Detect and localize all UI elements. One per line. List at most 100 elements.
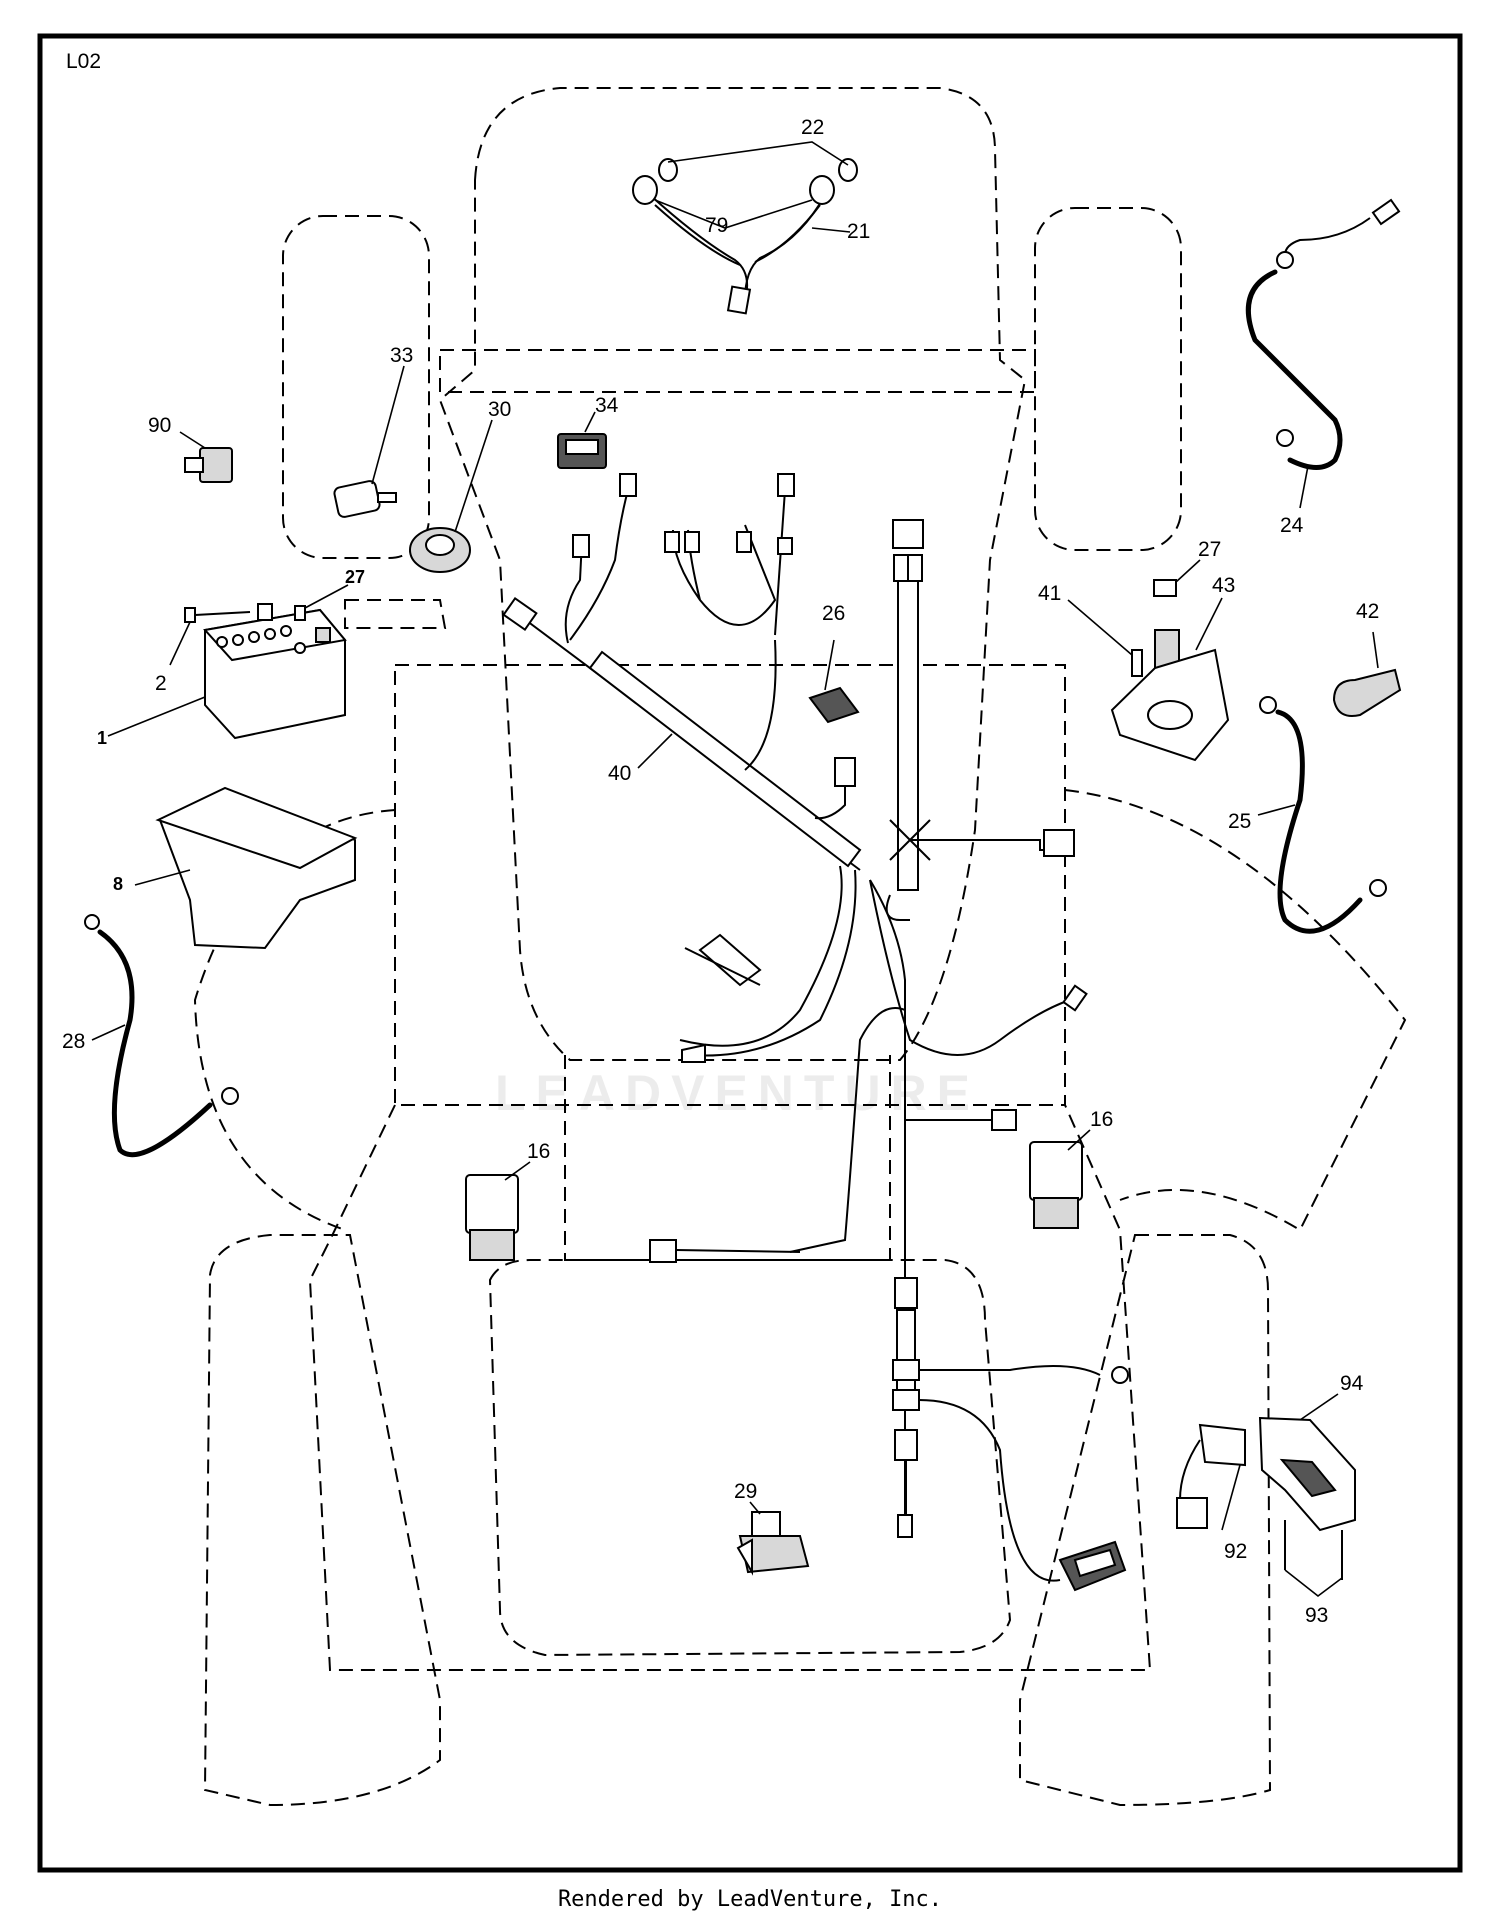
callout-24: 24	[1280, 514, 1304, 537]
harness-rear-connector-1	[894, 1277, 918, 1309]
harness-lower-plug-c	[1062, 984, 1088, 1012]
harness-ground-ring	[1111, 1366, 1129, 1384]
harness-lower-connector-a	[698, 933, 762, 987]
part-1-battery: 1	[97, 608, 347, 748]
page-code: L02	[66, 50, 101, 73]
callout-1: 1	[97, 728, 107, 748]
leader-92	[1221, 1464, 1241, 1531]
switch-16-right-top	[1029, 1141, 1083, 1201]
cable-24-end	[1371, 198, 1401, 226]
callout-28: 28	[62, 1030, 85, 1053]
harness-plug-c4	[777, 473, 795, 497]
harness-vertical-cap	[892, 519, 924, 549]
callout-26: 26	[822, 602, 845, 625]
harness-ground-wire	[919, 1365, 1101, 1376]
key-blade	[377, 492, 397, 503]
switch-29-plunger	[751, 1511, 781, 1537]
leader-26	[824, 639, 835, 691]
frame-outline	[394, 664, 1066, 1106]
battery-cell	[294, 642, 306, 654]
leader-40	[637, 733, 673, 769]
harness-left-down	[789, 1007, 906, 1253]
harness-rear-connector-4	[894, 1429, 918, 1461]
leader-41	[1067, 599, 1133, 656]
harness-lower-branch-a2	[684, 947, 761, 986]
part-40-main-harness: 40	[502, 473, 1129, 1582]
harness-down-trunk	[869, 879, 906, 1530]
module-93-screws	[1284, 1520, 1343, 1580]
harness-branch-d	[744, 639, 777, 771]
relay-body	[808, 686, 860, 724]
harness-lower-branch-c	[869, 879, 1071, 1056]
part-26-relay: 26	[808, 602, 860, 724]
bolt-shank	[194, 611, 251, 616]
headlight-wire-right	[744, 194, 826, 301]
part-25-cable: 25	[1228, 696, 1387, 934]
bolt-clip	[257, 603, 273, 621]
front-axle-outline	[439, 349, 1036, 393]
callout-22: 22	[801, 116, 824, 139]
cable-24	[1245, 269, 1343, 470]
footer-credit: Rendered by LeadVenture, Inc.	[557, 1887, 943, 1912]
rear-wheel-left	[203, 1234, 441, 1807]
part-33-key: 33	[333, 344, 413, 518]
harness-plug-d-wire	[814, 786, 846, 820]
headlight-bulb-left	[658, 158, 678, 182]
leader-29	[749, 1501, 761, 1515]
bolt-head	[184, 607, 196, 623]
watermark: LEADVENTURE	[495, 1065, 980, 1121]
cable-25-ring-bottom	[1369, 879, 1387, 897]
cable-28-terminal-bottom	[221, 1087, 239, 1105]
harness-lower-branch-b	[689, 869, 857, 1057]
part-34-rocker-switch: 34	[557, 394, 619, 469]
callout-16a: 16	[527, 1140, 550, 1163]
callout-8: 8	[113, 874, 123, 894]
solenoid-41-bolt	[1131, 649, 1143, 677]
leader-94	[1299, 1393, 1339, 1421]
harness-right-connector	[1043, 829, 1075, 857]
deck-left-outline	[193, 809, 396, 1231]
rear-body-outline	[308, 1104, 1152, 1671]
cable-24-lead	[1284, 217, 1371, 256]
leader-28	[91, 1024, 126, 1041]
harness-lower-connector-b	[681, 1043, 706, 1063]
harness-plug-c2	[684, 531, 700, 553]
callout-27b: 27	[1198, 538, 1221, 561]
callout-93: 93	[1305, 1604, 1328, 1627]
battery-cell	[264, 628, 276, 640]
callout-16b: 16	[1090, 1108, 1113, 1131]
callout-43: 43	[1212, 574, 1235, 597]
harness-branch-c	[671, 489, 786, 636]
cable-25	[1275, 709, 1363, 934]
headlight-wire-right-b	[754, 204, 821, 263]
callout-41: 41	[1038, 582, 1061, 605]
cable-24-ring-top	[1276, 251, 1294, 269]
headlight-socket-right	[809, 175, 835, 205]
deck-right-outline	[1064, 789, 1407, 1232]
headlight-socket-left	[632, 175, 658, 205]
boot-body	[1332, 668, 1402, 717]
solenoid-hole	[1147, 700, 1193, 730]
rear-module-plug-face	[1073, 1548, 1117, 1578]
harness-rear-plug	[897, 1514, 913, 1538]
tray-rim	[155, 786, 358, 870]
headlight-connector	[726, 285, 752, 315]
part-16-switch-right: 16	[1029, 1108, 1113, 1229]
callout-79: 79	[705, 214, 728, 237]
part-90-plug: 90	[148, 414, 233, 483]
callout-25: 25	[1228, 810, 1251, 833]
leader-42	[1372, 631, 1379, 669]
part-29-switch: 29	[734, 1480, 810, 1576]
leader-93	[1284, 1569, 1343, 1598]
callout-33: 33	[390, 344, 413, 367]
harness-lower-left-wire	[675, 1249, 801, 1253]
cable-25-ring-top	[1259, 696, 1277, 714]
headlight-harness: 22 79 21	[632, 116, 870, 315]
harness-plug-c5	[777, 537, 793, 555]
harness-rear-connector-2	[892, 1359, 920, 1381]
harness-rear-branch	[918, 1399, 1061, 1582]
seat-outline	[488, 1259, 1012, 1657]
cable-28	[97, 929, 213, 1158]
leader-34	[584, 411, 596, 433]
harness-16-connector	[991, 1109, 1017, 1131]
